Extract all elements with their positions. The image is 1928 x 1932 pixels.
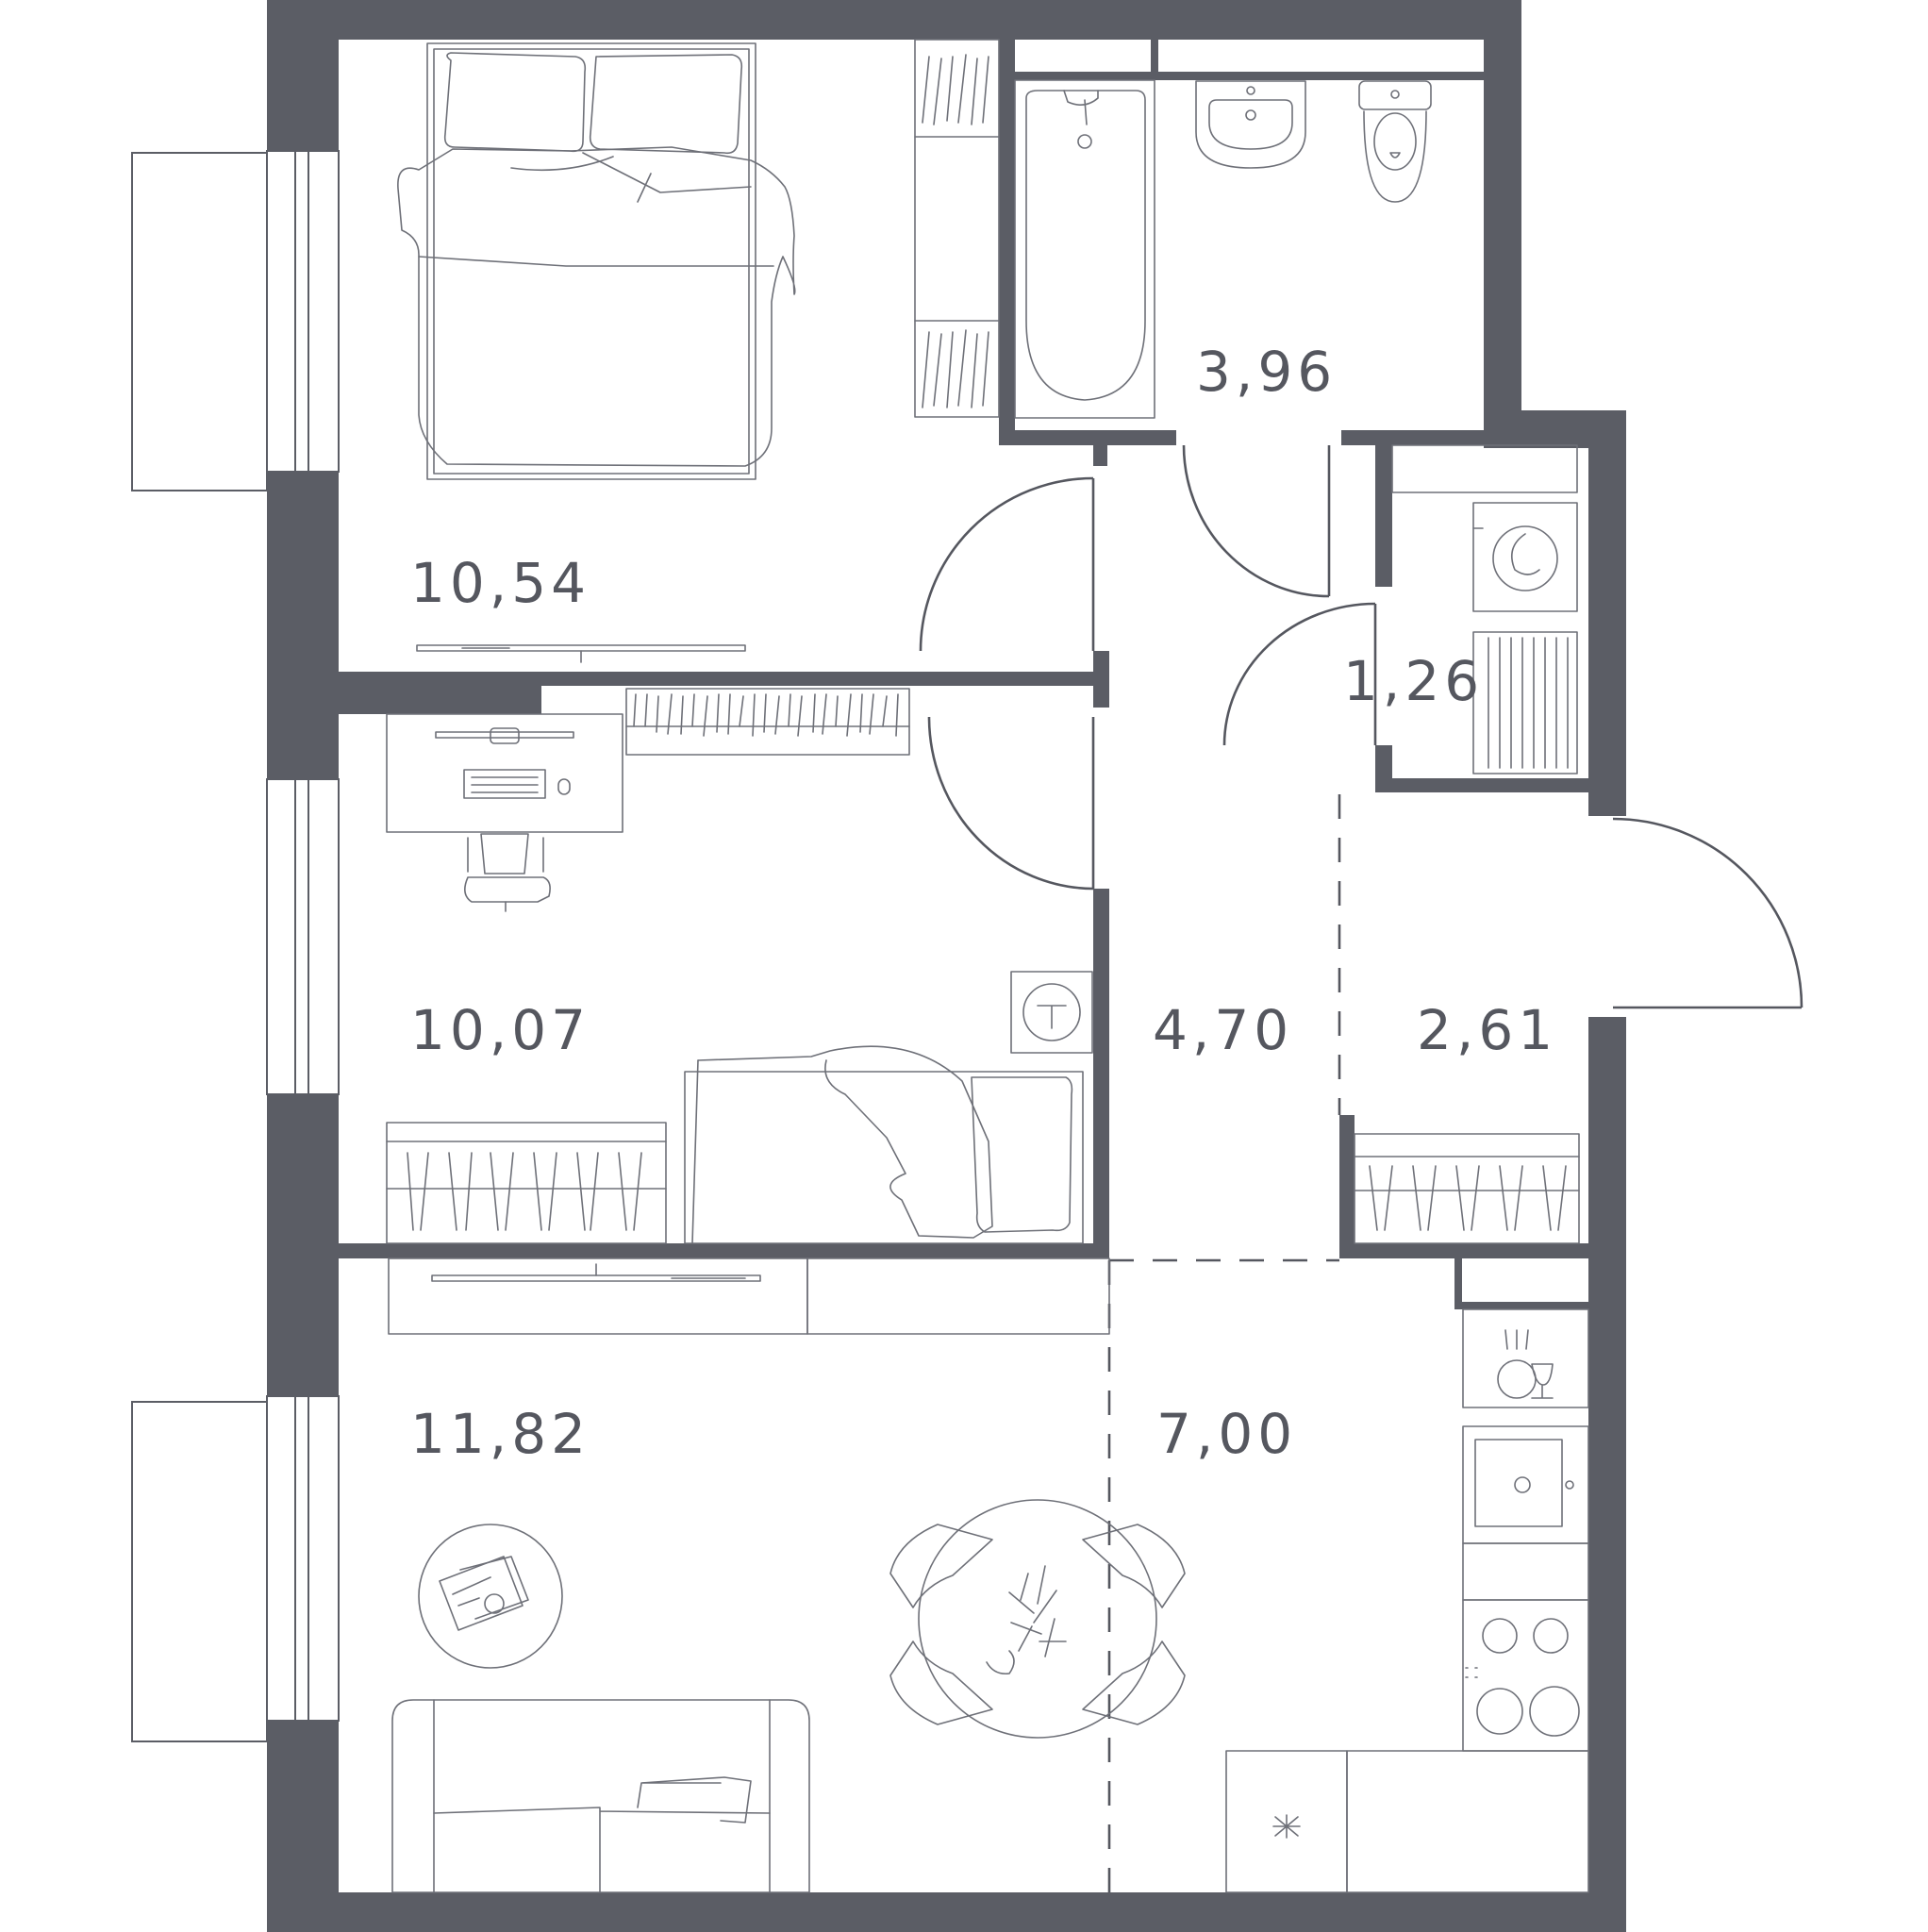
area-label-kitchen: 7,00 — [1156, 1402, 1297, 1466]
laundry-equipment — [1391, 444, 1578, 774]
area-label-bathroom: 3,96 — [1196, 340, 1337, 404]
entrance-wardrobe — [1354, 1133, 1580, 1244]
door-bedroom — [919, 476, 1095, 652]
dining-chairs — [889, 1524, 1186, 1725]
bathroom-sink — [1195, 80, 1306, 169]
door-bedroom-2 — [927, 716, 1095, 891]
bedroom-2-wardrobe — [386, 1122, 667, 1244]
drum-machine — [1010, 971, 1093, 1054]
area-label-corridor: 4,70 — [1153, 998, 1293, 1062]
area-label-laundry: 1,26 — [1343, 649, 1484, 713]
zone-dividers — [1107, 794, 1341, 1892]
exterior-walls — [267, 0, 1626, 1932]
double-bed — [397, 42, 796, 480]
bedroom-wardrobe — [914, 39, 1000, 418]
door-laundry — [1222, 602, 1377, 746]
furniture — [386, 39, 1589, 1893]
dining-table — [918, 1499, 1157, 1739]
door-entrance — [1612, 817, 1803, 1009]
area-label-bedroom: 10,54 — [410, 551, 590, 615]
desk — [386, 713, 623, 833]
office-chair — [464, 833, 551, 912]
door-bathroom — [1182, 444, 1331, 598]
area-label-living-room: 11,82 — [410, 1402, 590, 1466]
window-bedroom-2 — [266, 778, 340, 1095]
window-living-room — [131, 1395, 340, 1742]
toilet — [1358, 80, 1432, 203]
interior-walls — [339, 40, 1588, 1309]
kitchen-counter — [1225, 1308, 1589, 1893]
doors — [919, 444, 1803, 1009]
bedroom-tv — [416, 644, 746, 663]
area-label-bedroom-2: 10,07 — [410, 998, 590, 1062]
coffee-table — [418, 1524, 563, 1669]
bathtub — [1014, 79, 1155, 419]
window-bedroom — [131, 150, 340, 491]
area-label-entrance-hall: 2,61 — [1417, 998, 1557, 1062]
sofa — [391, 1699, 810, 1893]
area-labels: 10,54 3,96 1,26 10,07 4,70 2,61 11,82 7,… — [410, 340, 1557, 1466]
single-bed — [684, 1045, 1084, 1244]
bookshelf — [625, 688, 910, 756]
tv-cabinet — [388, 1257, 1110, 1335]
windows — [131, 150, 340, 1742]
